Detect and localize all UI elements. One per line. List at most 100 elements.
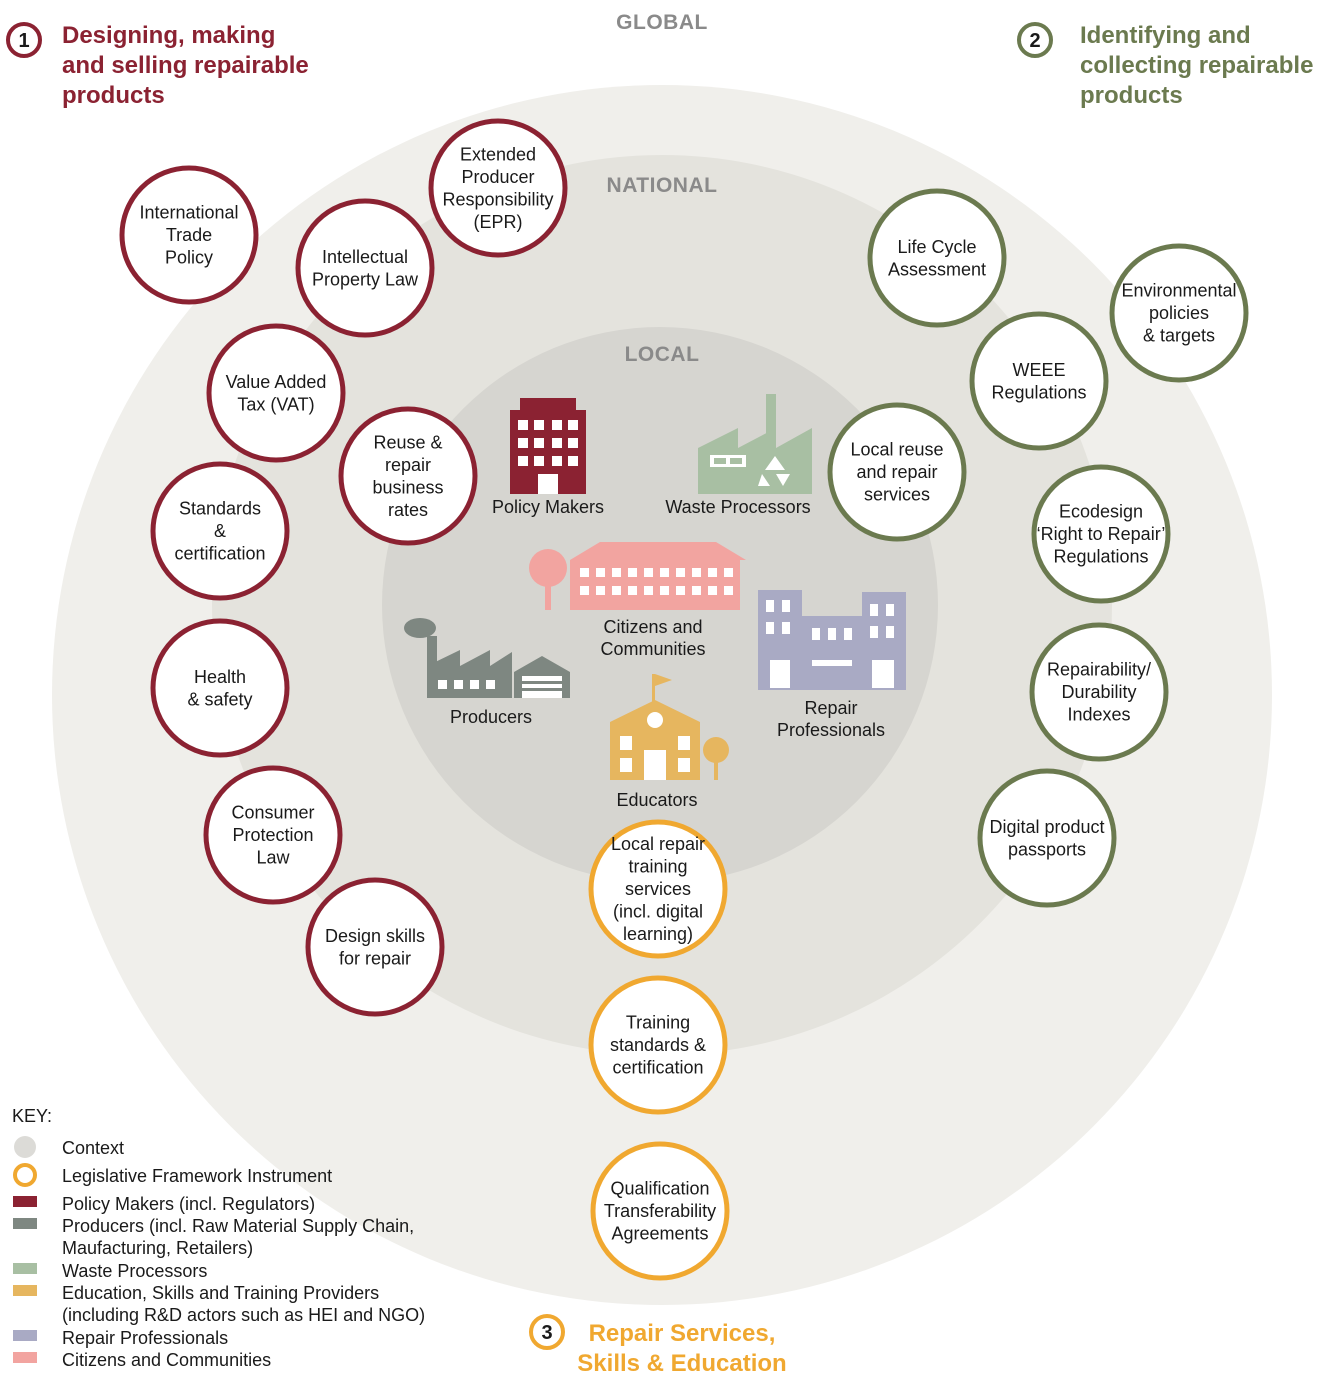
instrument-label: & targets xyxy=(1143,326,1215,346)
instrument-label: Tax (VAT) xyxy=(237,394,314,414)
producers-icon xyxy=(404,618,570,698)
instrument-circle xyxy=(827,402,967,542)
instrument-circle xyxy=(150,618,290,758)
key-swatch-education xyxy=(13,1285,37,1296)
instrument-label: Extended xyxy=(460,144,536,164)
instrument-label: Local reuse xyxy=(850,440,943,460)
instrument-circle xyxy=(119,165,259,305)
key-item: Legislative Framework Instrument xyxy=(13,1163,332,1187)
instrument-label: training xyxy=(628,857,687,877)
key-swatch-repair xyxy=(13,1330,37,1341)
section-title: and selling repairable xyxy=(62,52,309,79)
actor-label-repair-professionals: Repair xyxy=(804,698,857,718)
actor-label-citizens: Communities xyxy=(600,639,705,659)
instrument-label: and repair xyxy=(856,462,937,482)
instrument-label: Regulations xyxy=(991,382,1086,402)
national-ring-label: NATIONAL xyxy=(607,174,718,197)
instrument-label: Intellectual xyxy=(322,247,408,267)
key-item: Waste Processors xyxy=(13,1261,207,1281)
section-title: Designing, making xyxy=(62,22,275,49)
instrument-label: standards & xyxy=(610,1035,706,1055)
instrument-label: (incl. digital xyxy=(613,902,703,922)
key-swatch-context xyxy=(14,1136,36,1158)
instrument-circle xyxy=(150,461,290,601)
section-title: products xyxy=(62,82,165,109)
instrument-label: passports xyxy=(1008,839,1086,859)
global-ring-label: GLOBAL xyxy=(616,11,708,34)
instrument-label: Durability xyxy=(1061,682,1136,702)
instrument-label: Transferability xyxy=(604,1201,716,1221)
instrument-label: Law xyxy=(256,848,290,868)
instrument-label: Health xyxy=(194,667,246,687)
actor-label-educators: Educators xyxy=(616,790,697,810)
actor-label-repair-professionals: Professionals xyxy=(777,720,885,740)
instrument-circle xyxy=(867,188,1007,328)
instrument-circle xyxy=(1109,243,1249,383)
waste-processors-icon xyxy=(698,394,812,494)
instrument-label: business xyxy=(372,477,443,497)
instrument-label: Consumer xyxy=(231,803,314,823)
instrument-label: Regulations xyxy=(1053,547,1148,567)
instrument-label: certification xyxy=(612,1058,703,1078)
instrument-label: WEEE xyxy=(1012,360,1065,380)
key-label: Producers (incl. Raw Material Supply Cha… xyxy=(62,1216,414,1236)
instrument-label: services xyxy=(864,485,930,505)
instrument-label: Local repair xyxy=(611,834,705,854)
instrument-label: Property Law xyxy=(312,269,419,289)
instrument-label: services xyxy=(625,879,691,899)
actor-label-citizens: Citizens and xyxy=(603,617,702,637)
actor-label-producers: Producers xyxy=(450,707,532,727)
section-number: 3 xyxy=(541,1322,552,1344)
instrument-label: Trade xyxy=(166,225,212,245)
instrument-circle xyxy=(206,323,346,463)
instrument-circle xyxy=(203,765,343,905)
instrument-label: Repairability/ xyxy=(1047,660,1151,680)
key-title: KEY: xyxy=(12,1106,52,1126)
instrument-label: Training xyxy=(626,1013,690,1033)
instrument-label: for repair xyxy=(339,948,411,968)
key-item: Policy Makers (incl. Regulators) xyxy=(13,1194,315,1214)
key-item: Education, Skills and Training Providers… xyxy=(13,1283,425,1325)
instrument-node: Ecodesign‘Right to Repair’Regulations xyxy=(1031,464,1171,604)
instrument-circle xyxy=(305,877,445,1017)
key-swatch-citizens xyxy=(13,1352,37,1363)
instrument-label: Responsibility xyxy=(442,189,553,209)
policy-makers-icon xyxy=(510,398,586,494)
citizens-icon xyxy=(529,542,746,610)
key-label: Policy Makers (incl. Regulators) xyxy=(62,1194,315,1214)
instrument-circle xyxy=(428,118,568,258)
key-label: Citizens and Communities xyxy=(62,1350,271,1370)
instrument-label: Standards xyxy=(179,499,261,519)
key-swatch-instrument xyxy=(13,1163,37,1187)
instrument-label: rates xyxy=(388,500,428,520)
key-swatch-waste xyxy=(13,1263,37,1274)
instrument-label: International xyxy=(139,203,238,223)
key-swatch-policy xyxy=(13,1196,37,1207)
key-label: Context xyxy=(62,1138,124,1158)
instrument-label: Policy xyxy=(165,248,213,268)
repair-professionals-icon xyxy=(758,590,906,690)
section-title: products xyxy=(1080,82,1183,109)
instrument-label: & xyxy=(214,521,226,541)
instrument-label: Digital product xyxy=(989,817,1104,837)
instrument-circle xyxy=(977,768,1117,908)
key-item: Producers (incl. Raw Material Supply Cha… xyxy=(13,1216,414,1258)
instrument-node: Health& safety xyxy=(150,618,290,758)
local-ring-label: LOCAL xyxy=(625,343,700,366)
instrument-label: policies xyxy=(1149,303,1209,323)
instrument-label: Ecodesign xyxy=(1059,502,1143,522)
